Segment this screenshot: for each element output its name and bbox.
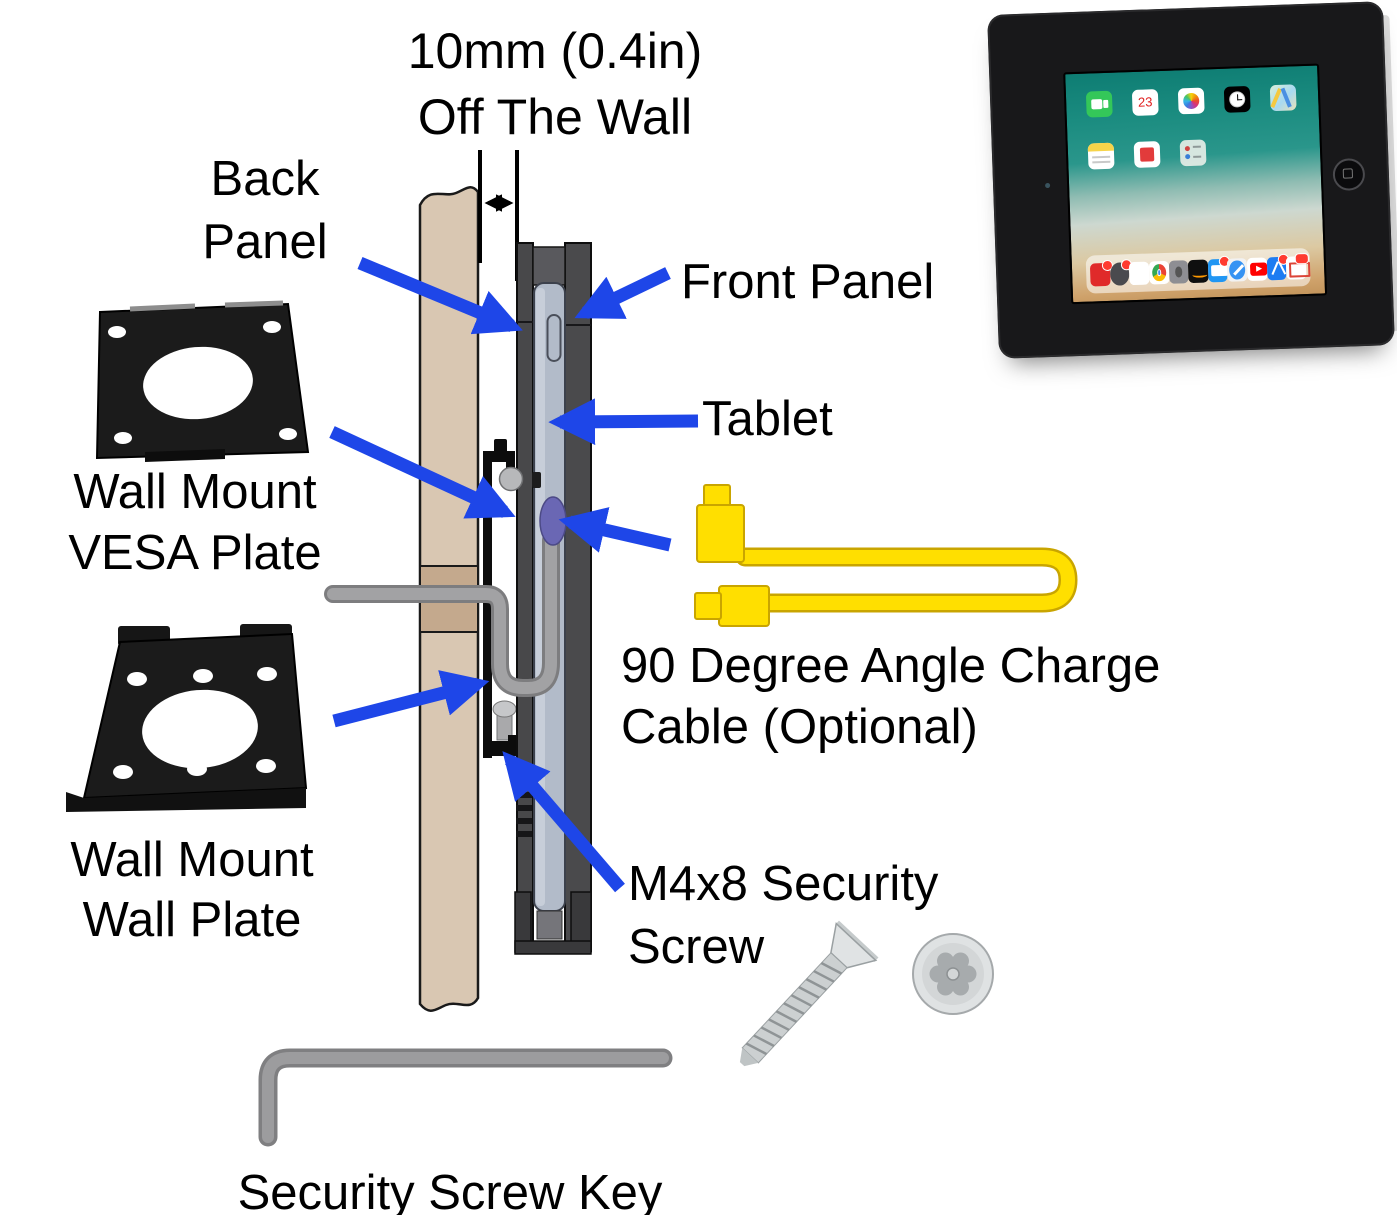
tablet-arrow (548, 398, 699, 446)
vesa-plate-label: Wall Mount VESA Plate (68, 465, 322, 580)
calendar-icon: 23 (1131, 89, 1159, 116)
zinio-icon (1129, 261, 1150, 285)
back-panel-label: Back Panel (202, 152, 328, 269)
maps-icon (1269, 84, 1297, 112)
dimension-note-line2: Off The Wall (417, 89, 693, 145)
mounted-ipad-photo: 23 (987, 1, 1397, 359)
bottom-bracket-section (514, 891, 592, 955)
ipad-dock (1085, 247, 1311, 294)
back-panel-arrow (357, 256, 523, 335)
camera-icon (1168, 259, 1189, 284)
clock-icon (1223, 85, 1251, 113)
security-screw-photo (739, 920, 994, 1067)
gmail-icon (1286, 252, 1311, 280)
charge-connector-section (539, 496, 567, 546)
wall-plate-photo (66, 624, 308, 812)
yellow-charge-cable (694, 484, 1078, 627)
dimension-note-line1: 10mm (0.4in) (407, 23, 703, 79)
connector-arrow (558, 507, 672, 553)
safari-icon (1227, 257, 1248, 282)
charge-cable-label: 90 Degree Angle Charge Cable (Optional) (621, 639, 1161, 754)
youtube-icon (1246, 256, 1268, 281)
m4x8-arrow (502, 751, 625, 893)
mail-icon (1207, 255, 1231, 282)
photos-icon (1177, 87, 1205, 115)
front-panel-arrow (574, 267, 671, 319)
flipboard-icon (1089, 259, 1113, 287)
vesa-screw-head (498, 466, 524, 492)
front-panel-label: Front Panel (681, 255, 935, 309)
facetime-icon (1085, 90, 1113, 118)
vesa-plate-arrow (329, 426, 516, 519)
vesa-plate-photo (95, 300, 310, 462)
top-cap-section (532, 246, 566, 286)
security-screw-label: M4x8 Security Screw (628, 857, 939, 974)
right-angle-plug-body (696, 504, 745, 563)
dimension-lines (478, 150, 519, 281)
straight-plug-body (718, 585, 770, 627)
security-screw-key-photo (258, 1048, 673, 1147)
dimension-note: 10mm (0.4in) Off The Wall (385, 18, 725, 150)
wall-plate-arrow (332, 670, 490, 728)
straight-plug-tip (694, 592, 722, 620)
notes-icon (1087, 142, 1115, 170)
settings-icon (1109, 258, 1133, 286)
back-panel-section (516, 242, 534, 952)
security-screw-section (492, 700, 517, 741)
app-store-icon (1266, 253, 1290, 280)
callout-arrows (329, 256, 699, 893)
reminders-icon (1179, 139, 1207, 167)
news-icon (1133, 141, 1161, 168)
wall-plate-label: Wall Mount Wall Plate (70, 833, 314, 947)
chrome-icon (1148, 260, 1170, 285)
tablet-label: Tablet (702, 392, 833, 446)
security-screw-top-view (912, 933, 994, 1015)
ipad-screen: 23 (1063, 63, 1328, 305)
security-key-label: Security Screw Key (237, 1166, 663, 1215)
amazon-icon (1187, 258, 1209, 283)
routed-charge-cable (324, 531, 560, 697)
